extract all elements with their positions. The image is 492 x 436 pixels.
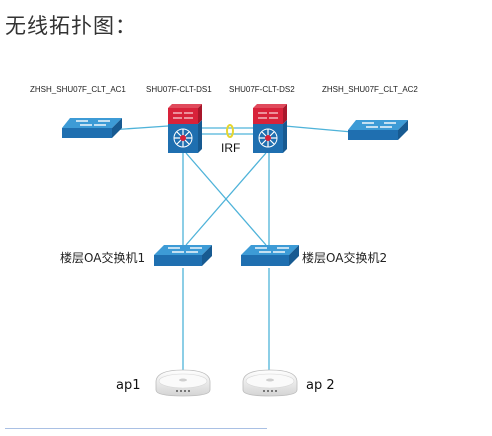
device-label-ds1: SHU07F-CLT-DS1: [146, 85, 212, 94]
access-point-icon: [155, 369, 211, 397]
link-ds2-floor1: [185, 152, 267, 246]
irf-label: IRF: [221, 141, 241, 155]
device-label-ac1: ZHSH_SHU07F_CLT_AC1: [30, 85, 126, 94]
device-label-floor2: 楼层OA交换机2: [302, 251, 388, 265]
device-label-floor1: 楼层OA交换机1: [60, 251, 146, 265]
switch-icon: [348, 120, 408, 140]
access-point-icon: [242, 369, 298, 397]
device-label-ap2: ap 2: [306, 378, 335, 393]
irf-ring-icon: [226, 124, 234, 138]
page-heading: 无线拓扑图：: [5, 14, 137, 38]
device-label-ds2: SHU07F-CLT-DS2: [229, 85, 295, 94]
links: [109, 125, 353, 372]
irf-link: [200, 124, 253, 138]
switch-icon: [241, 245, 299, 266]
device-label-ap1: ap1: [116, 378, 141, 393]
device-label-ac2: ZHSH_SHU07F_CLT_AC2: [322, 85, 418, 94]
switch-icon: [154, 245, 212, 266]
core-switch-icon: [168, 104, 202, 153]
link-ds2-ac2: [284, 125, 353, 133]
core-switch-icon: [253, 104, 287, 153]
divider-line: [5, 428, 267, 429]
switch-icon: [62, 118, 122, 138]
